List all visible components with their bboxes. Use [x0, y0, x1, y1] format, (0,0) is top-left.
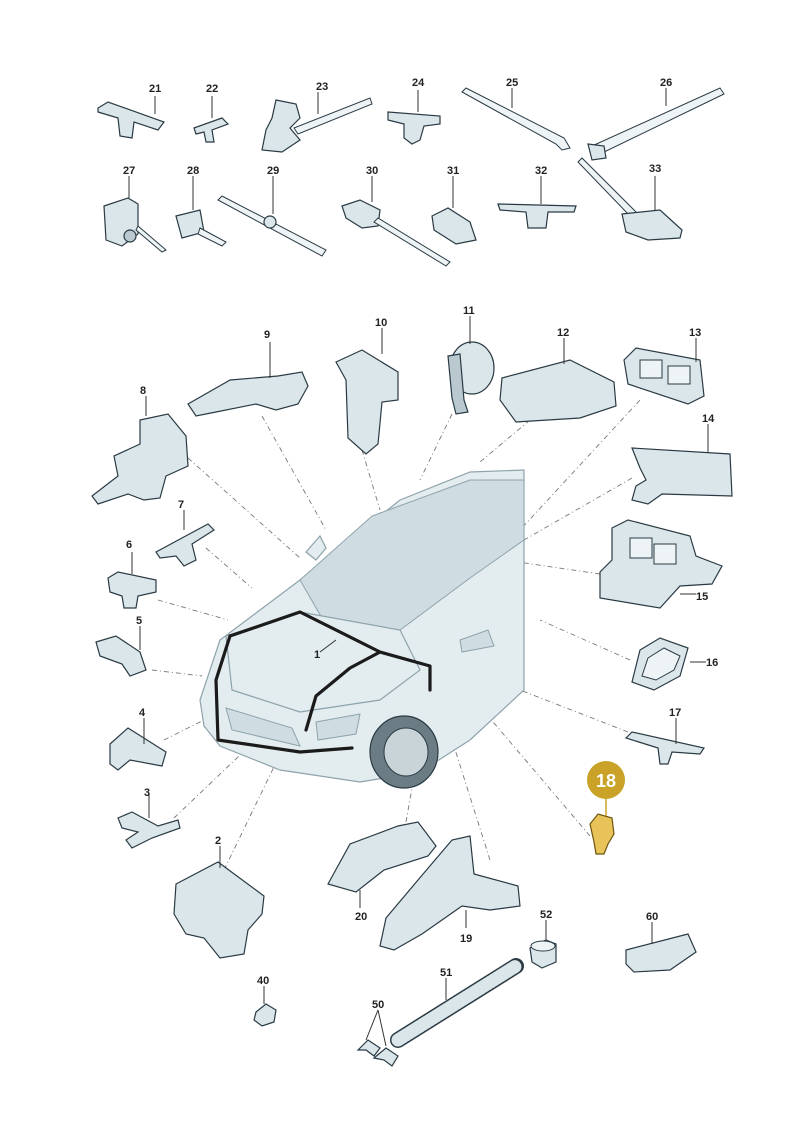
callout-33: 33: [649, 163, 661, 175]
callout-18: 18: [596, 771, 616, 791]
part-18[interactable]: 18: [587, 761, 625, 855]
callout-52: 52: [540, 909, 552, 921]
highlight-badge: [587, 761, 625, 799]
part-51[interactable]: 51: [390, 958, 524, 1048]
callout-30: 30: [366, 165, 378, 177]
part-24[interactable]: 24: [387, 77, 441, 145]
callout-10: 10: [375, 317, 387, 329]
callout-16: 16: [706, 657, 718, 669]
callout-6: 6: [126, 539, 132, 551]
callout-23: 23: [316, 81, 328, 93]
callout-26: 26: [660, 77, 672, 89]
callout-12: 12: [557, 327, 569, 339]
callout-22: 22: [206, 83, 218, 95]
part-8[interactable]: 8: [91, 385, 189, 505]
part-12[interactable]: 12: [499, 327, 617, 423]
part-29[interactable]: 29: [217, 165, 327, 257]
callout-7: 7: [178, 499, 184, 511]
callout-24: 24: [412, 77, 425, 89]
part-9[interactable]: 9: [187, 329, 309, 417]
part-23[interactable]: 23: [261, 81, 373, 153]
part-33[interactable]: 33: [577, 157, 683, 241]
callout-31: 31: [447, 165, 459, 177]
part-50[interactable]: 50: [356, 999, 399, 1067]
leader-lines: [151, 399, 641, 871]
callout-60: 60: [646, 911, 658, 923]
part-7[interactable]: 7: [155, 499, 215, 567]
callout-21: 21: [149, 83, 161, 95]
part-60[interactable]: 60: [625, 911, 697, 973]
part-4[interactable]: 4: [109, 707, 167, 771]
callout-1: 1: [314, 649, 320, 661]
callout-19: 19: [460, 933, 472, 945]
part-16[interactable]: 16: [631, 637, 718, 691]
part-3[interactable]: 3: [117, 787, 181, 849]
callout-15: 15: [696, 591, 708, 603]
callout-27: 27: [123, 165, 135, 177]
part-17[interactable]: 17: [624, 707, 705, 765]
part-52[interactable]: 52: [529, 909, 557, 969]
part-31[interactable]: 31: [431, 165, 477, 245]
part-15[interactable]: 15: [599, 519, 723, 609]
callout-14: 14: [702, 413, 715, 425]
part-27[interactable]: 27: [103, 165, 167, 253]
part-2[interactable]: 2: [173, 835, 265, 959]
callout-13: 13: [689, 327, 701, 339]
part-6[interactable]: 6: [107, 539, 157, 609]
callout-32: 32: [535, 165, 547, 177]
part-14[interactable]: 14: [631, 413, 733, 505]
part-22[interactable]: 22: [193, 83, 230, 143]
part-10[interactable]: 10: [335, 317, 399, 455]
part-21[interactable]: 21: [97, 83, 165, 139]
callout-29: 29: [267, 165, 279, 177]
part-40[interactable]: 40: [253, 975, 277, 1027]
callout-5: 5: [136, 615, 142, 627]
part-5[interactable]: 5: [95, 615, 147, 677]
callout-17: 17: [669, 707, 681, 719]
callout-3: 3: [144, 787, 150, 799]
part-28[interactable]: 28: [175, 165, 227, 247]
callout-50: 50: [372, 999, 384, 1011]
callout-8: 8: [140, 385, 146, 397]
callout-28: 28: [187, 165, 199, 177]
callout-51: 51: [440, 967, 452, 979]
callout-20: 20: [355, 911, 367, 923]
part-32[interactable]: 32: [497, 165, 577, 229]
callout-11: 11: [463, 305, 475, 317]
part-26[interactable]: 26: [587, 77, 725, 161]
callout-9: 9: [264, 329, 270, 341]
callout-25: 25: [506, 77, 518, 89]
callout-2: 2: [215, 835, 221, 847]
part-30[interactable]: 30: [341, 165, 451, 267]
part-11[interactable]: 11: [447, 305, 495, 415]
wiring-harness: [214, 610, 432, 754]
part-25[interactable]: 25: [461, 77, 571, 151]
part-19[interactable]: 19: [379, 835, 521, 951]
vehicle-illustration: 1: [199, 469, 525, 789]
callout-4: 4: [139, 707, 146, 719]
part-20[interactable]: 20: [327, 821, 437, 923]
part-13[interactable]: 13: [623, 327, 705, 405]
callout-40: 40: [257, 975, 269, 987]
